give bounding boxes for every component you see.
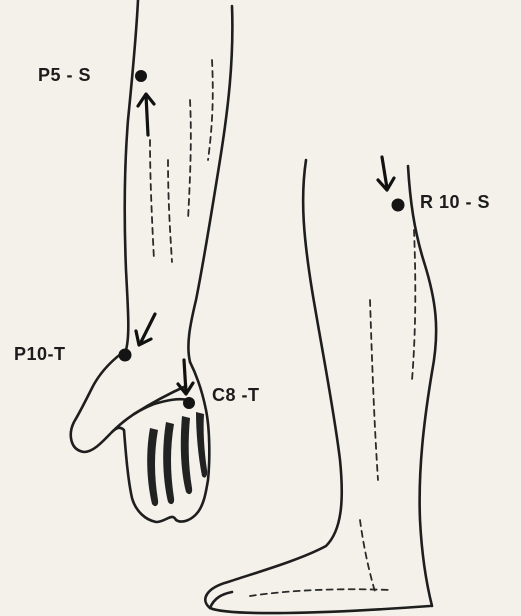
label-r10-s: R 10 - S [420,193,490,211]
point-r10-dot [392,199,405,212]
forearm-shading-4 [208,60,213,160]
finger-shading-1 [147,428,158,506]
arrow-p5-icon [138,94,154,135]
arrow-p10-icon [136,314,155,345]
toe-line [210,592,232,608]
forearm-shading-2 [168,160,172,262]
leg-shading-3 [360,520,376,595]
forearm-shading-1 [150,140,154,260]
leg-front-edge [408,166,436,606]
arm-illustration [71,0,233,522]
point-c8-dot [183,397,195,409]
forearm-inner-edge [188,6,232,362]
foot-shading [250,589,390,596]
label-p10-t: P10-T [14,345,66,363]
forearm-shading-3 [188,100,191,220]
finger-shading-3 [181,416,192,494]
point-p5-dot [135,70,147,82]
leg-shading-1 [370,300,378,480]
label-c8-t: C8 -T [212,386,260,404]
forearm-outer-edge [125,0,138,350]
arrow-r10-icon [378,157,394,190]
leg-shading-2 [412,230,415,380]
finger-shading-4 [196,412,207,478]
label-p5-s: P5 - S [38,66,91,84]
finger-shading-2 [163,422,174,504]
point-p10-dot [119,349,132,362]
